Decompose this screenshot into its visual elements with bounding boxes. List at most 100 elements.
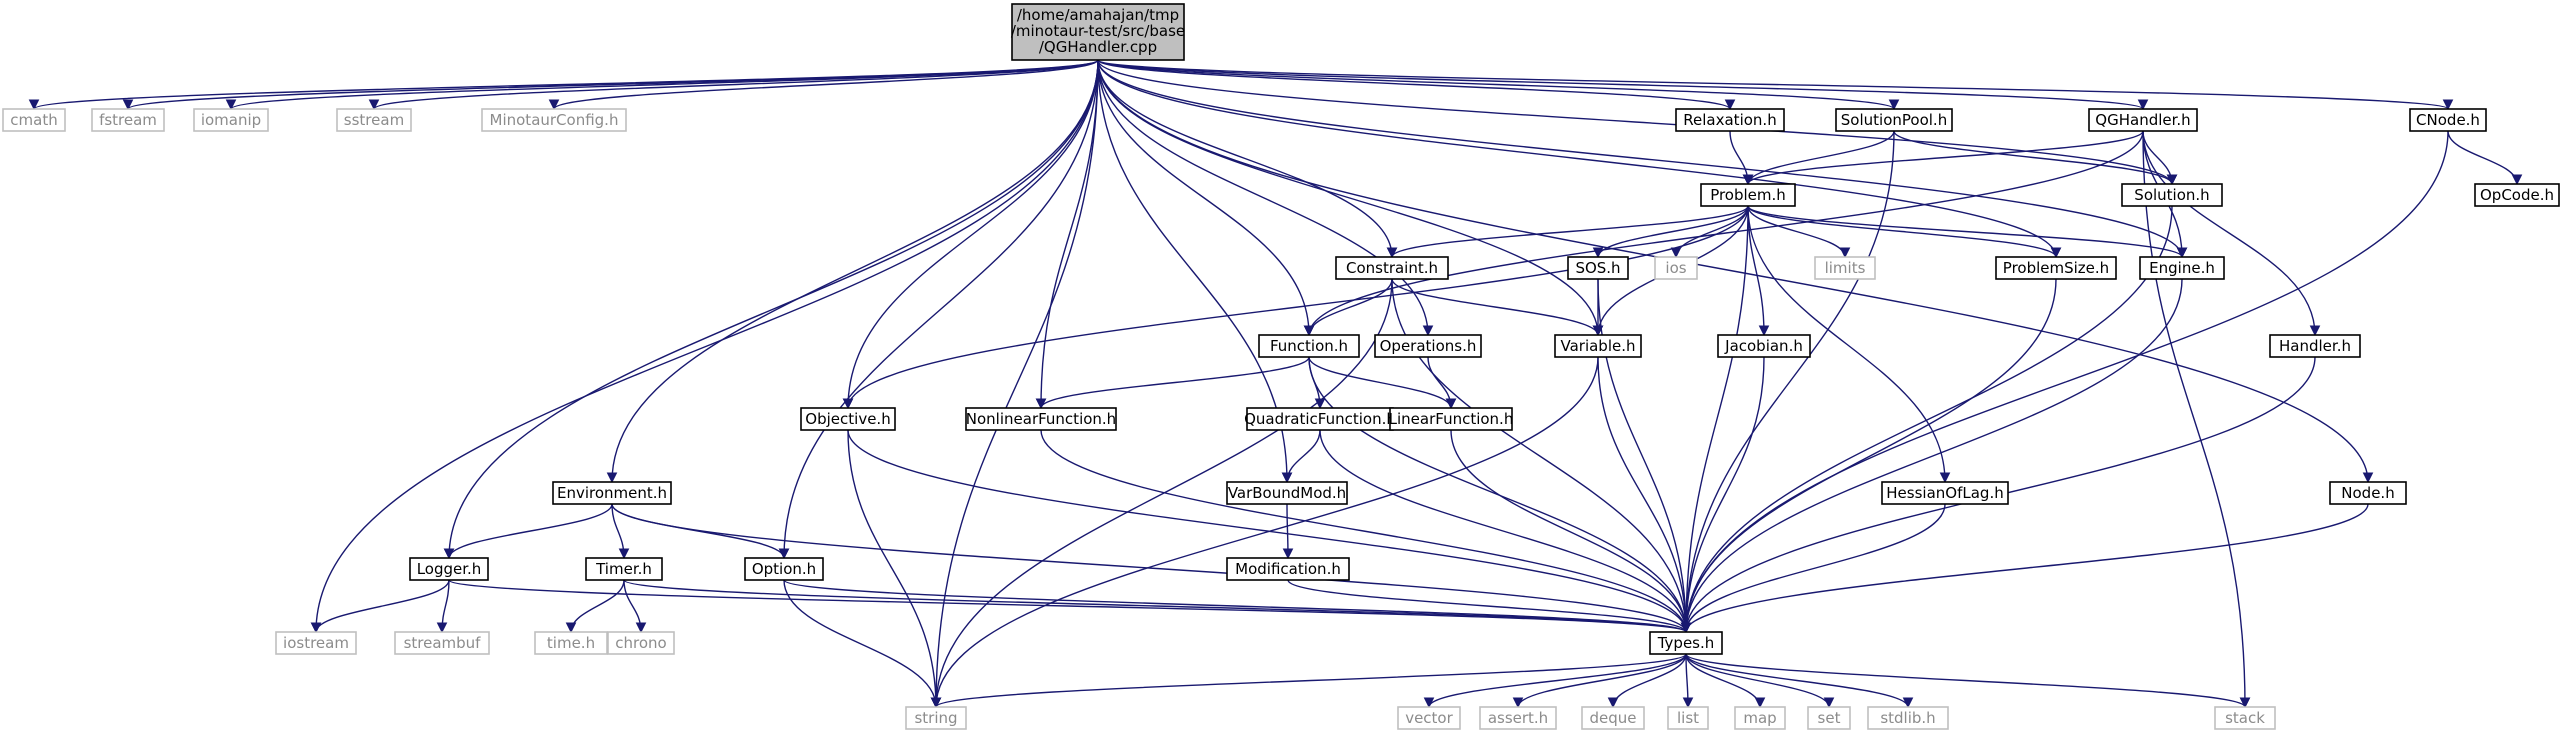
edge-root-to-nonlinearfunction <box>1035 59 1099 410</box>
node-limits[interactable]: limits <box>1814 256 1876 280</box>
edge-types-to-stack <box>1685 653 2251 709</box>
edge-root-to-node <box>1097 59 2374 484</box>
node-jacobian[interactable]: Jacobian.h <box>1717 334 1811 358</box>
node-sos[interactable]: SOS.h <box>1567 256 1629 280</box>
node-root[interactable]: /home/amahajan/tmp/minotaur-test/src/bas… <box>1011 3 1185 61</box>
node-label: ios <box>1665 259 1686 277</box>
edge-sos-to-types <box>1597 278 1692 634</box>
node-solutionpool[interactable]: SolutionPool.h <box>1835 108 1953 132</box>
node-option[interactable]: Option.h <box>744 557 824 581</box>
node-function[interactable]: Function.h <box>1258 334 1360 358</box>
node-cmath[interactable]: cmath <box>2 108 66 132</box>
edge-problem-to-sos <box>1592 205 1749 259</box>
node-solution[interactable]: Solution.h <box>2121 183 2223 207</box>
node-label: iostream <box>283 634 349 652</box>
node-types[interactable]: Types.h <box>1649 631 1723 655</box>
node-environment[interactable]: Environment.h <box>552 481 672 505</box>
node-list[interactable]: list <box>1667 706 1709 730</box>
node-chrono[interactable]: chrono <box>607 631 675 655</box>
node-linearfunction[interactable]: LinearFunction.h <box>1389 407 1514 431</box>
node-relaxation[interactable]: Relaxation.h <box>1675 108 1785 132</box>
node-vector[interactable]: vector <box>1397 706 1461 730</box>
node-label: Logger.h <box>417 560 482 578</box>
node-quadraticfunction[interactable]: QuadraticFunction.h <box>1244 407 1396 431</box>
edge-variable-to-types <box>1597 356 1692 634</box>
edge-node-to-types <box>1680 503 2369 634</box>
edge-root-to-cnode <box>1097 59 2454 111</box>
node-variable[interactable]: Variable.h <box>1554 334 1642 358</box>
node-operations[interactable]: Operations.h <box>1374 334 1482 358</box>
node-label: stack <box>2225 709 2265 727</box>
node-deque[interactable]: deque <box>1581 706 1645 730</box>
node-label: NonlinearFunction.h <box>966 410 1116 428</box>
edge-problem-to-hessianoflag <box>1747 205 1951 484</box>
node-node[interactable]: Node.h <box>2329 481 2407 505</box>
node-label: streambuf <box>404 634 482 652</box>
node-varboundmod[interactable]: VarBoundMod.h <box>1226 481 1348 505</box>
node-logger[interactable]: Logger.h <box>409 557 489 581</box>
edge-root-to-iostream <box>310 59 1099 634</box>
node-engine[interactable]: Engine.h <box>2139 256 2225 280</box>
node-label: Engine.h <box>2149 259 2215 277</box>
node-string[interactable]: string <box>905 706 967 730</box>
edge-problem-to-limits <box>1747 205 1851 259</box>
node-label: Environment.h <box>557 484 667 502</box>
node-stack[interactable]: stack <box>2214 706 2276 730</box>
node-qghandler[interactable]: QGHandler.h <box>2088 108 2198 132</box>
node-label: cmath <box>10 111 57 129</box>
edge-environment-to-logger <box>443 503 613 560</box>
node-label: Timer.h <box>595 560 652 578</box>
node-label: time.h <box>547 634 595 652</box>
edge-root-to-operations <box>1097 59 1434 337</box>
node-streambuf[interactable]: streambuf <box>394 631 490 655</box>
edge-types-to-set <box>1685 653 1835 709</box>
node-nonlinearfunction[interactable]: NonlinearFunction.h <box>965 407 1117 431</box>
edge-engine-to-types <box>1680 278 2183 634</box>
node-modification[interactable]: Modification.h <box>1226 557 1350 581</box>
edge-objective-to-types <box>847 429 1692 634</box>
node-constraint[interactable]: Constraint.h <box>1335 256 1449 280</box>
edge-root-to-solutionpool <box>1097 59 1900 111</box>
node-iomanip[interactable]: iomanip <box>193 108 269 132</box>
edge-quadraticfunction-to-varboundmod <box>1281 429 1321 484</box>
node-iostream[interactable]: iostream <box>275 631 357 655</box>
node-label: HessianOfLag.h <box>1886 484 2003 502</box>
node-hessianoflag[interactable]: HessianOfLag.h <box>1881 481 2009 505</box>
node-label: Node.h <box>2341 484 2394 502</box>
node-label: set <box>1818 709 1841 727</box>
edge-modification-to-types <box>1287 579 1692 634</box>
node-label: stdlib.h <box>1880 709 1935 727</box>
node-asserth[interactable]: assert.h <box>1479 706 1557 730</box>
node-problemsize[interactable]: ProblemSize.h <box>1995 256 2117 280</box>
node-timeh[interactable]: time.h <box>534 631 608 655</box>
edge-function-to-linearfunction <box>1308 356 1457 410</box>
node-label: Option.h <box>752 560 816 578</box>
node-problem[interactable]: Problem.h <box>1700 183 1796 207</box>
dependency-edges <box>28 59 2523 709</box>
node-fstream[interactable]: fstream <box>91 108 165 132</box>
node-timer[interactable]: Timer.h <box>585 557 663 581</box>
node-set[interactable]: set <box>1807 706 1851 730</box>
node-objective[interactable]: Objective.h <box>800 407 896 431</box>
node-label: list <box>1677 709 1699 727</box>
node-sstream[interactable]: sstream <box>336 108 412 132</box>
edge-constraint-to-types <box>1391 278 1692 634</box>
node-ios[interactable]: ios <box>1654 256 1698 280</box>
node-cnode[interactable]: CNode.h <box>2409 108 2487 132</box>
node-handler[interactable]: Handler.h <box>2269 334 2361 358</box>
node-label: Constraint.h <box>1346 259 1438 277</box>
edge-types-to-deque <box>1607 653 1687 709</box>
edge-root-to-objective <box>842 59 1099 410</box>
node-label: SolutionPool.h <box>1841 111 1947 129</box>
node-stdlibh[interactable]: stdlib.h <box>1867 706 1949 730</box>
node-minotaurconfig[interactable]: MinotaurConfig.h <box>481 108 627 132</box>
edge-root-to-minotaurconfig <box>548 59 1099 111</box>
node-label: Modification.h <box>1235 560 1341 578</box>
node-map[interactable]: map <box>1734 706 1786 730</box>
node-opcode[interactable]: OpCode.h <box>2474 183 2560 207</box>
node-label: MinotaurConfig.h <box>490 111 619 129</box>
node-label: Variable.h <box>1560 337 1635 355</box>
edge-root-to-iomanip <box>225 59 1099 111</box>
node-label: OpCode.h <box>2480 186 2554 204</box>
